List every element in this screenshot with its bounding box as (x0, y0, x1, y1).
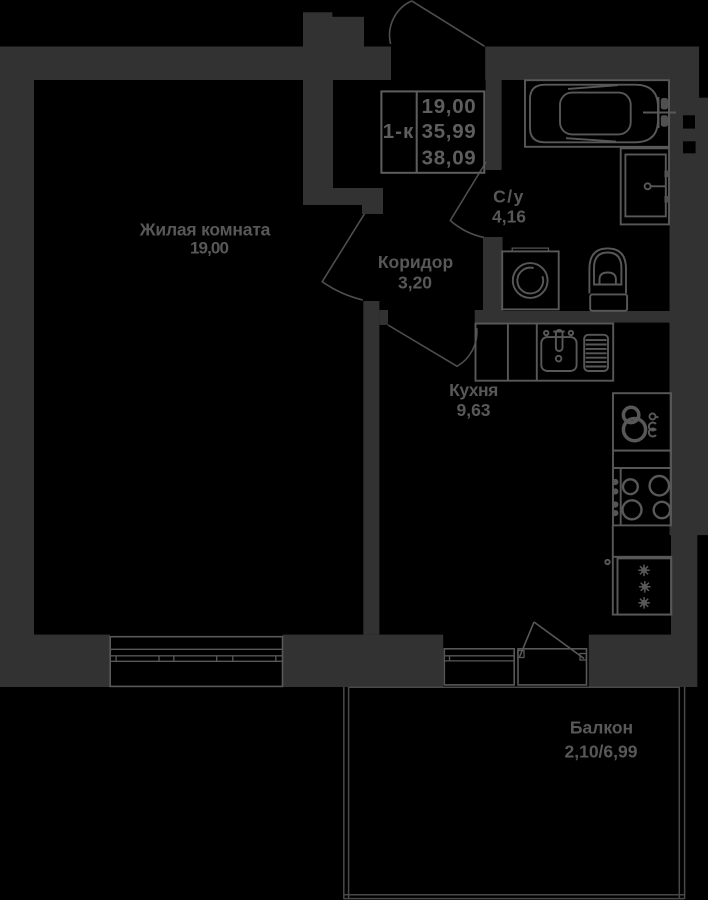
svg-text:Кухня: Кухня (449, 380, 498, 400)
svg-text:35,99: 35,99 (422, 120, 477, 143)
svg-text:3,20: 3,20 (398, 272, 432, 292)
svg-text:Жилая комната: Жилая комната (139, 220, 271, 240)
svg-text:Коридор: Коридор (378, 252, 453, 272)
svg-text:19,00: 19,00 (190, 239, 228, 258)
svg-text:Балкон: Балкон (570, 718, 633, 738)
svg-text:1-к: 1-к (383, 120, 415, 143)
svg-text:9,63: 9,63 (456, 400, 490, 420)
svg-text:19,00: 19,00 (422, 95, 477, 118)
svg-text:4,16: 4,16 (492, 207, 526, 227)
svg-text:38,09: 38,09 (422, 147, 477, 170)
svg-text:С/у: С/у (493, 187, 525, 207)
svg-text:2,10/6,99: 2,10/6,99 (565, 742, 638, 762)
